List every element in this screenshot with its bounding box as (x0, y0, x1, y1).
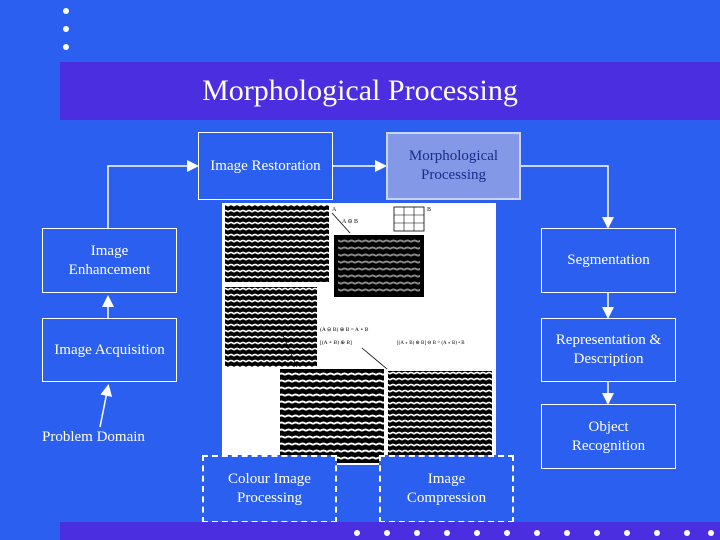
decor-bullet (414, 530, 420, 536)
decor-bullet (564, 530, 570, 536)
segmentation-box[interactable]: Segmentation (541, 228, 676, 293)
figure-label-a: A (332, 207, 337, 213)
image-acquisition-box[interactable]: Image Acquisition (42, 318, 177, 382)
image-compression-box[interactable]: Image Compression (379, 455, 514, 523)
decor-bullet (444, 530, 450, 536)
fingerprint-figure: A B A ⊖ B (A ⊖ B) ⊕ B = A ∘ B [(A ∘ B) ⊕… (222, 203, 496, 465)
arrow-domain-to-acquisition (99, 384, 113, 428)
figure-label-dilation: [(A ∘ B) ⊕ B] (320, 339, 352, 346)
representation-description-box[interactable]: Representation & Description (541, 318, 676, 382)
figure-label-closing: [(A ∘ B) ⊕ B] ⊖ B = (A ∘ B) • B (397, 340, 465, 346)
bottom-band (60, 522, 720, 540)
problem-domain-label: Problem Domain (42, 429, 145, 445)
arrow-enhancement-to-restoration (107, 160, 199, 228)
decor-bullet (708, 530, 714, 536)
structuring-element-grid (393, 206, 425, 232)
decor-bullet (624, 530, 630, 536)
decor-bullet (684, 530, 690, 536)
figure-label-opening: (A ⊖ B) ⊕ B = A ∘ B (320, 326, 369, 333)
decor-bullet (63, 8, 69, 14)
figure-label-b: B (427, 207, 431, 213)
decor-bullet (474, 530, 480, 536)
decor-bullet (594, 530, 600, 536)
fingerprint-closed (388, 371, 492, 463)
page-title: Morphological Processing (202, 74, 518, 107)
morphological-processing-box[interactable]: Morphological Processing (386, 132, 521, 200)
object-recognition-box[interactable]: Object Recognition (541, 404, 676, 469)
arrow-morphological-to-segmentation (521, 165, 614, 229)
decor-bullet (534, 530, 540, 536)
fingerprint-original (225, 205, 329, 282)
fingerprint-opened (225, 287, 317, 367)
image-enhancement-box[interactable]: Image Enhancement (42, 228, 177, 293)
decor-bullet (63, 44, 69, 50)
fingerprint-illustration: A B A ⊖ B (A ⊖ B) ⊕ B = A ∘ B [(A ∘ B) ⊕… (225, 205, 492, 463)
decor-bullet (504, 530, 510, 536)
decor-bullet (354, 530, 360, 536)
figure-label-erosion: A ⊖ B (342, 219, 358, 225)
fingerprint-dilated (280, 369, 384, 463)
decor-bullet (384, 530, 390, 536)
decor-bullet (654, 530, 660, 536)
title-band (60, 62, 720, 120)
colour-image-processing-box[interactable]: Colour Image Processing (202, 455, 337, 523)
decor-bullet (63, 26, 69, 32)
image-restoration-box[interactable]: Image Restoration (198, 132, 333, 200)
